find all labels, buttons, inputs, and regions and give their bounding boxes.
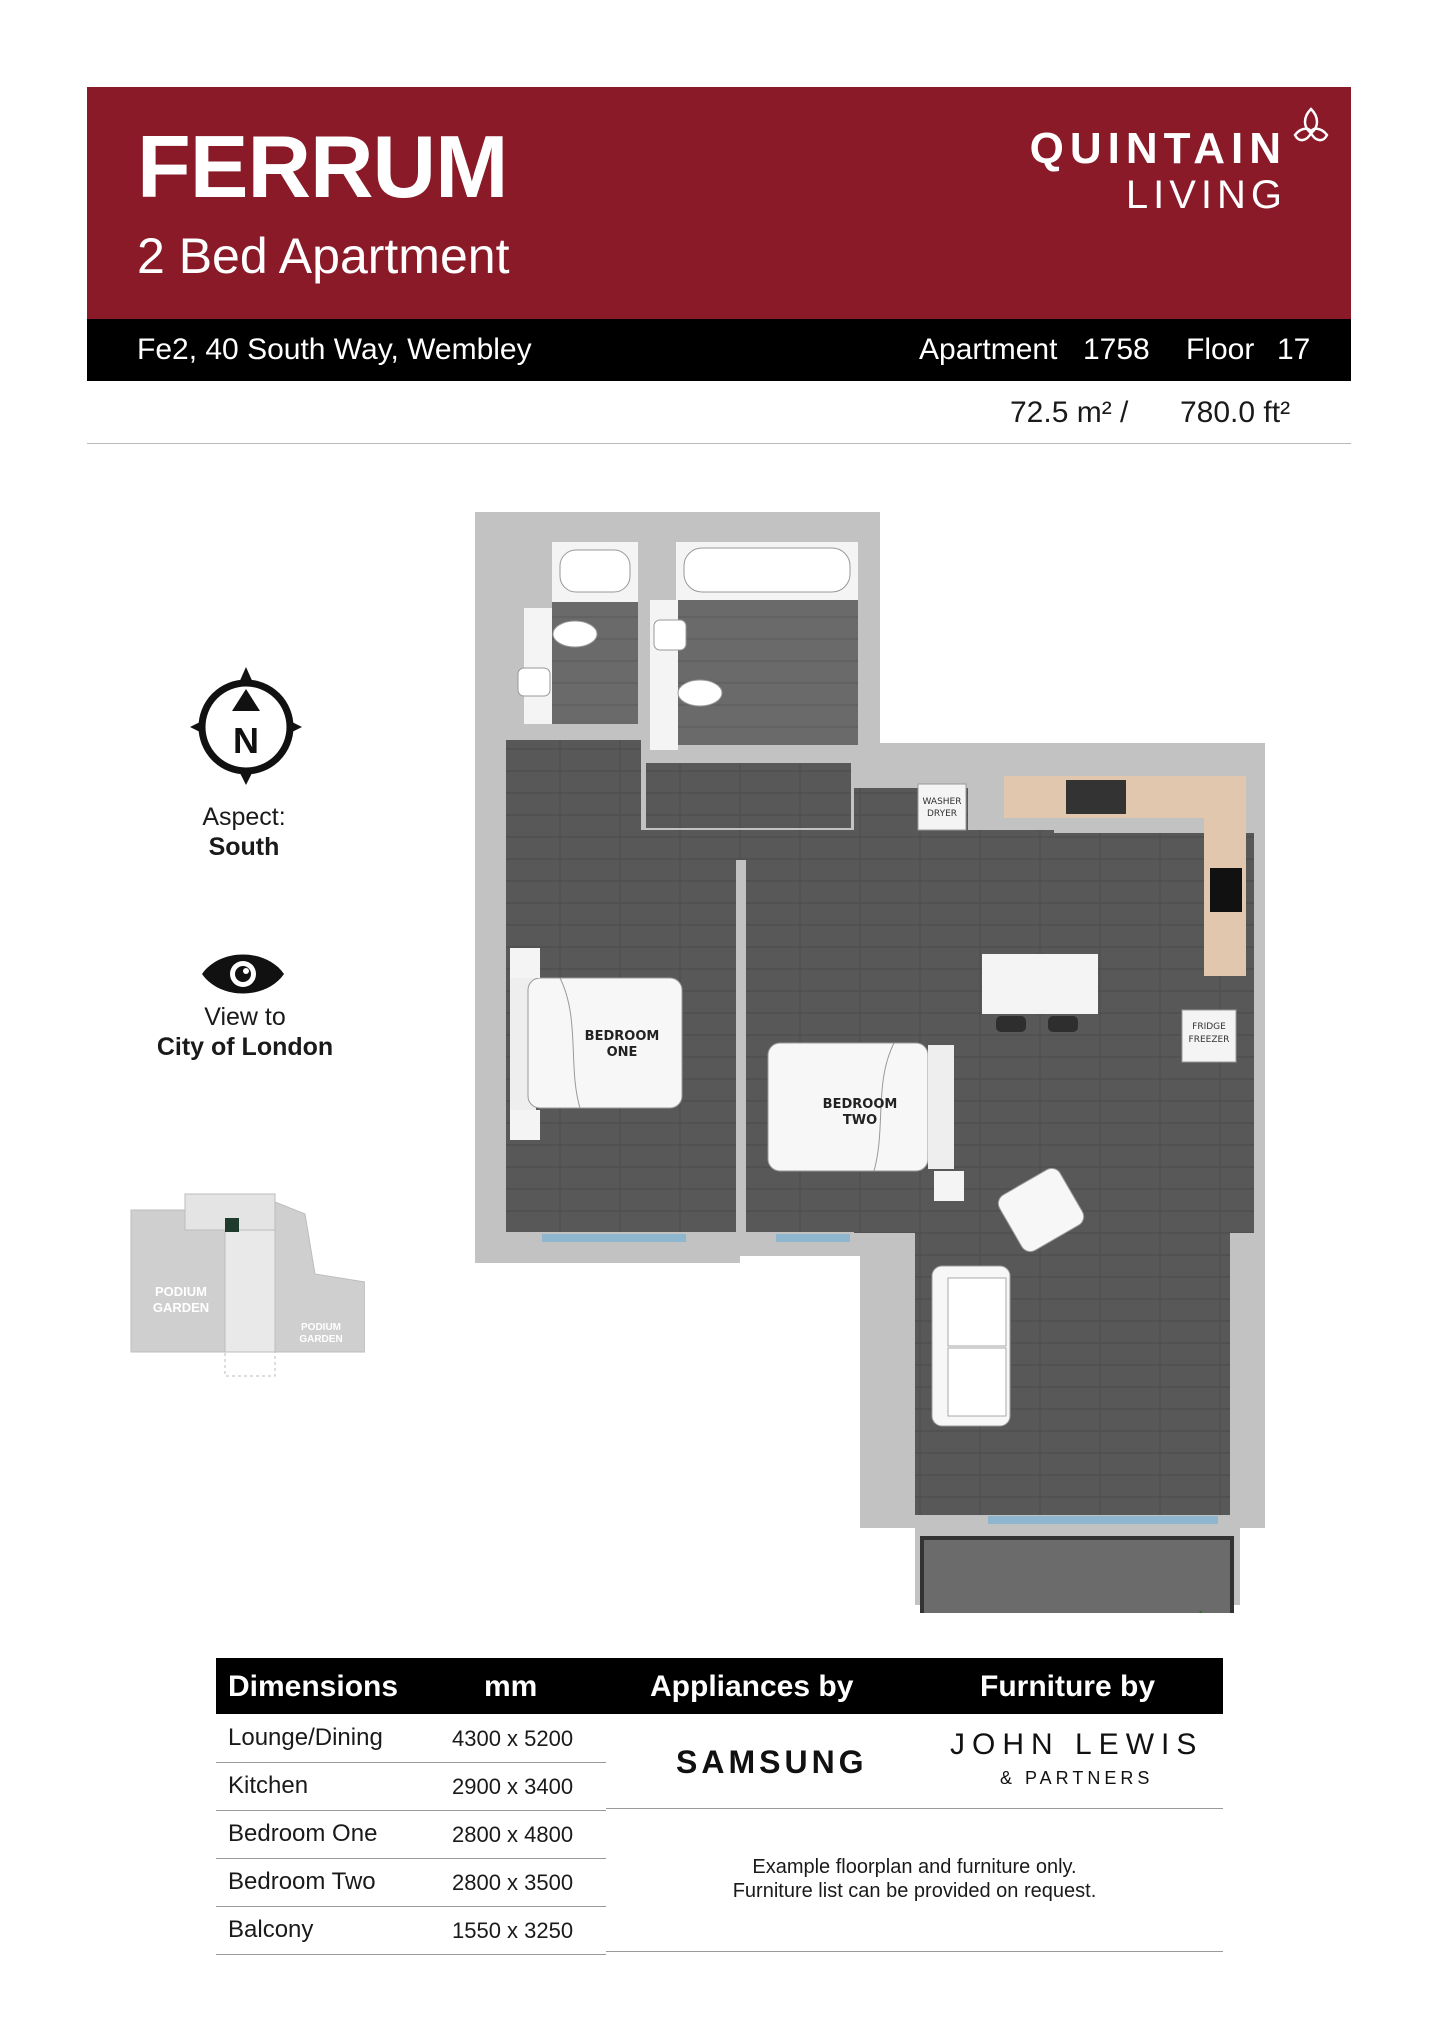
address-bar: Fe2, 40 South Way, Wembley Apartment 175… [87,319,1351,381]
room-dimensions: 2800 x 4800 [452,1822,574,1847]
brand-name-line2: LIVING [1125,173,1287,217]
divider [87,443,1351,444]
disclaimer-line1: Example floorplan and furniture only. [752,1856,1077,1878]
view-value: City of London [156,1033,334,1061]
fridge-label-line2: FREEZER [1189,1035,1230,1045]
table-row: Balcony 1550 x 3250 [216,1906,606,1955]
site-garden-left-line1: PODIUM [155,1284,207,1299]
spec-table-header: Dimensions mm Appliances by Furniture by [216,1658,1223,1714]
room-name: Lounge/Dining [228,1724,383,1751]
header-banner: FERRUM 2 Bed Apartment QUINTAIN LIVING [87,87,1351,319]
room-dimensions: 2900 x 3400 [452,1774,574,1799]
site-plan-map: PODIUM GARDEN PODIUM GARDEN [130,1193,365,1377]
washer-label-line2: DRYER [927,809,957,819]
site-garden-right-line1: PODIUM [301,1322,341,1333]
room-dimensions: 4300 x 5200 [452,1726,574,1751]
area-square-feet: 780.0 ft² [1180,396,1291,429]
room-dimensions: 2800 x 3500 [452,1870,574,1895]
apartment-label: Apartment [919,333,1058,366]
fridge-label-line1: FRIDGE [1192,1022,1226,1032]
compass-letter: N [233,720,259,761]
apartment-type: 2 Bed Apartment [137,228,510,284]
room-dimensions: 1550 x 3250 [452,1918,574,1943]
divider [606,1808,1223,1809]
table-row: Bedroom Two 2800 x 3500 [216,1858,606,1907]
bedroom-two-label-line1: BEDROOM [823,1097,898,1112]
room-name: Bedroom One [228,1820,378,1847]
floor-number: 17 [1277,333,1311,366]
header-furniture: Furniture by [980,1670,1156,1703]
header-mm: mm [484,1670,538,1703]
table-row: Lounge/Dining 4300 x 5200 [216,1714,606,1763]
brand-name-line1: QUINTAIN [1029,124,1287,173]
appliances-brand: SAMSUNG [676,1744,868,1780]
divider [606,1951,1223,1952]
table-row: Kitchen 2900 x 3400 [216,1762,606,1811]
eye-icon [202,954,284,994]
bedroom-one-label-line2: ONE [607,1045,638,1060]
bedroom-one-label-line1: BEDROOM [585,1029,660,1044]
area-square-metres: 72.5 m² / [1010,396,1129,429]
development-title: FERRUM [137,117,508,216]
room-name: Bedroom Two [228,1868,376,1895]
table-row: Bedroom One 2800 x 4800 [216,1810,606,1859]
site-garden-left-line2: GARDEN [153,1300,209,1315]
apartment-number: 1758 [1083,333,1150,366]
floor-label: Floor [1186,333,1255,366]
furniture-brand-line2: & PARTNERS [1000,1768,1154,1788]
brand-logo-icon [1293,107,1329,142]
disclaimer-line2: Furniture list can be provided on reques… [732,1880,1097,1902]
floorplan: FRIDGE FREEZER WASHER DRYER BEDROOM ONE … [475,512,1265,1613]
address: Fe2, 40 South Way, Wembley [137,333,532,366]
washer-label-line1: WASHER [923,797,962,807]
view-label: View to [204,1003,286,1031]
header-appliances: Appliances by [650,1670,854,1703]
compass-icon: N [190,667,302,785]
bedroom-two-label-line2: TWO [843,1113,877,1128]
site-garden-right-line2: GARDEN [299,1334,342,1345]
aspect-value: South [208,833,280,861]
room-name: Balcony [228,1916,314,1943]
header-dimensions: Dimensions [228,1670,399,1703]
room-name: Kitchen [228,1772,309,1799]
aspect-label: Aspect: [202,803,286,831]
furniture-brand-line1: JOHN LEWIS [950,1728,1204,1761]
